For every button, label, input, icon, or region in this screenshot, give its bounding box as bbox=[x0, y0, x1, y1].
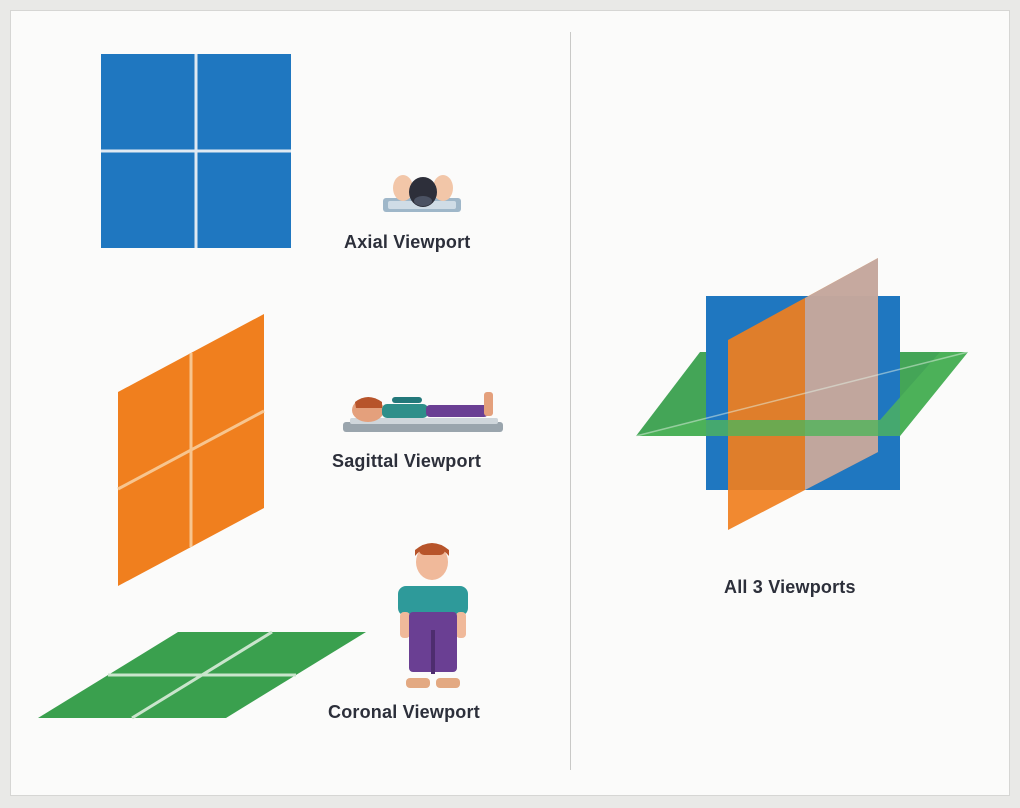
patient-standing-front-view-icon bbox=[398, 543, 468, 688]
panel-divider bbox=[570, 32, 571, 770]
sagittal-viewport-label: Sagittal Viewport bbox=[332, 451, 482, 471]
coronal-viewport-label: Coronal Viewport bbox=[328, 702, 480, 722]
all-viewports-planes bbox=[635, 258, 969, 530]
sagittal-plane bbox=[117, 314, 265, 586]
all-viewports-label: All 3 Viewports bbox=[724, 577, 856, 597]
axial-plane bbox=[101, 54, 291, 248]
patient-lying-side-view-icon bbox=[343, 392, 503, 432]
coronal-plane bbox=[38, 630, 366, 720]
patient-head-top-view-icon bbox=[383, 175, 461, 212]
axial-viewport-label: Axial Viewport bbox=[344, 232, 471, 252]
